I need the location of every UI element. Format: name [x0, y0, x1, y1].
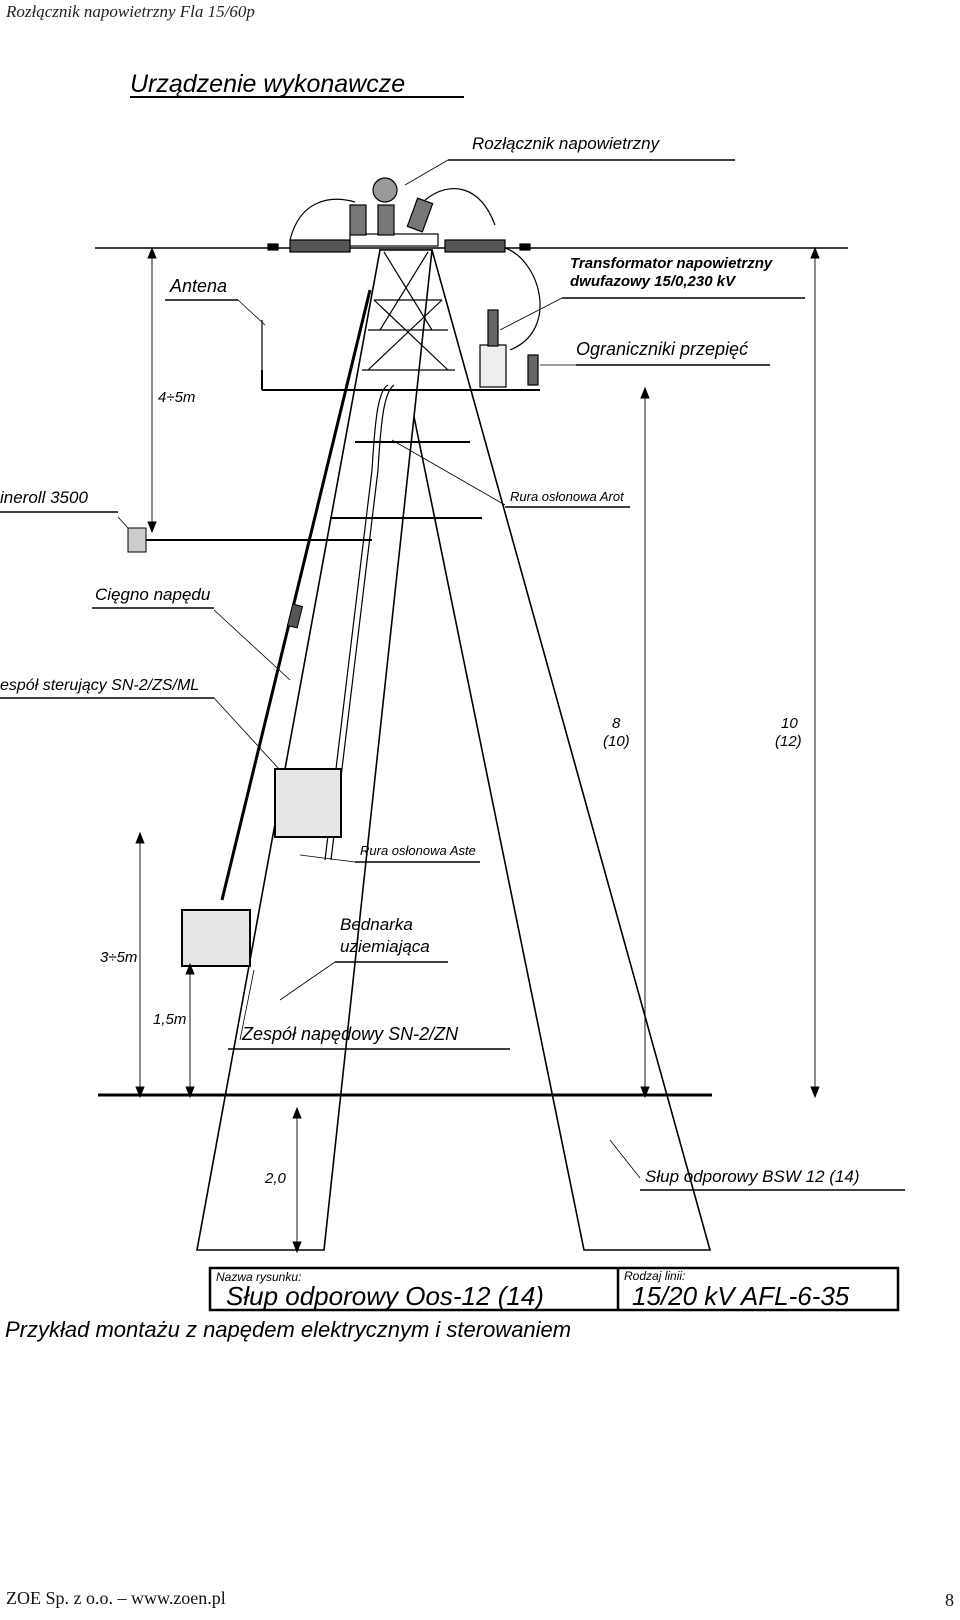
- label-earthing-1: Bednarka: [340, 915, 413, 934]
- label-height-8: 8: [612, 715, 621, 732]
- drawing-name-caption: Nazwa rysunku:: [216, 1270, 301, 1284]
- label-height-10: 10: [781, 715, 798, 732]
- control-cabinet: [274, 768, 342, 838]
- diagram-title: Urządzenie wykonawcze: [130, 70, 405, 98]
- page-number: 8: [945, 1590, 954, 1610]
- label-drive-height: 1,5m: [153, 1011, 186, 1028]
- line-type-caption: Rodzaj linii:: [624, 1269, 685, 1283]
- label-pole: Słup odporowy BSW 12 (14): [645, 1167, 860, 1186]
- drawing-name: Słup odporowy Oos-12 (14): [226, 1281, 544, 1311]
- footer-company: ZOE Sp. z o.o. – www.zoen.pl: [6, 1588, 226, 1608]
- transformer-symbol: [261, 309, 540, 391]
- line-type: 15/20 kV AFL-6-35: [632, 1281, 850, 1311]
- drive-rod: [220, 289, 372, 901]
- leader-lines: [117, 159, 641, 1179]
- label-earthing-2: uziemiająca: [340, 937, 430, 956]
- label-control-height: 3÷5m: [100, 949, 137, 966]
- label-antenna: Antena: [169, 276, 227, 296]
- label-height-10-alt: (12): [775, 733, 802, 750]
- label-radio-unit: ineroll 3500: [0, 488, 88, 507]
- label-conduit-aste: Rura osłonowa Aste: [360, 843, 476, 858]
- document-header: Rozłącznik napowietrzny Fla 15/60p: [6, 2, 255, 21]
- label-surge-arresters: Ograniczniki przepięć: [576, 339, 748, 359]
- label-drive-unit: Zespół napędowy SN-2/ZN: [241, 1024, 459, 1044]
- label-drive-rod: Cięgno napędu: [95, 585, 211, 604]
- dimension-lines: [135, 246, 820, 1254]
- label-conduit-arot: Rura osłonowa Arot: [510, 489, 625, 504]
- label-transformer-1: Transformator napowietrzny: [570, 255, 773, 272]
- label-antenna-height: 4÷5m: [158, 389, 195, 406]
- title-block: [208, 1266, 900, 1312]
- diagram-caption: Przykład montażu z napędem elektrycznym …: [5, 1317, 571, 1342]
- radio-unit-symbol: [127, 527, 372, 553]
- label-depth: 2,0: [264, 1170, 287, 1187]
- label-transformer-2: dwufazowy 15/0,230 kV: [570, 273, 737, 290]
- label-disconnector: Rozłącznik napowietrzny: [472, 134, 661, 153]
- label-control-unit: espół sterujący SN-2/ZS/ML: [0, 677, 199, 694]
- label-height-8-alt: (10): [603, 733, 630, 750]
- pole: [196, 249, 712, 1251]
- disconnector-symbol: [267, 177, 541, 351]
- drive-cabinet: [181, 909, 251, 967]
